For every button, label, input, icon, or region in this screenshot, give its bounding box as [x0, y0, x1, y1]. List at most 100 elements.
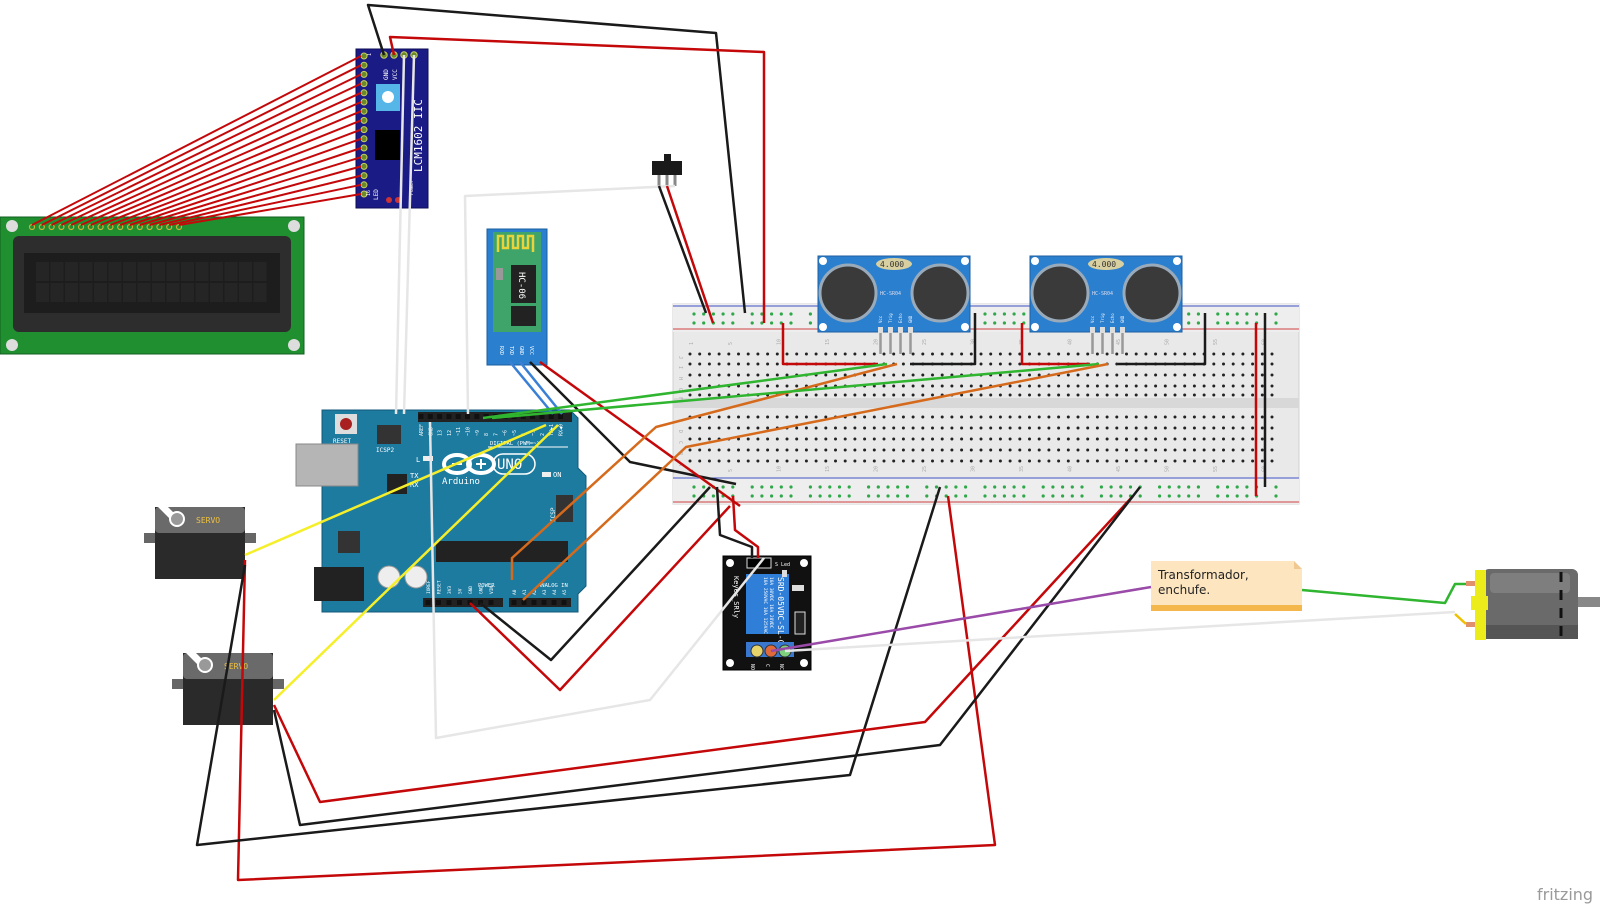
breadboard-hole[interactable] — [1202, 459, 1206, 463]
breadboard-hole[interactable] — [1076, 448, 1080, 452]
rail-hole[interactable] — [905, 485, 910, 489]
lcd-i2c-wire[interactable] — [178, 193, 362, 226]
i2c-pin[interactable] — [360, 98, 368, 106]
breadboard-hole[interactable] — [1105, 448, 1109, 452]
breadboard-hole[interactable] — [1125, 448, 1128, 452]
breadboard-hole[interactable] — [1270, 362, 1274, 366]
breadboard-hole[interactable] — [1222, 362, 1225, 366]
breadboard-hole[interactable] — [969, 393, 973, 397]
breadboard-hole[interactable] — [863, 415, 867, 419]
breadboard-hole[interactable] — [717, 415, 721, 419]
breadboard-hole[interactable] — [1260, 415, 1264, 419]
breadboard-hole[interactable] — [1115, 352, 1119, 356]
breadboard-hole[interactable] — [1251, 393, 1255, 397]
breadboard-hole[interactable] — [1154, 448, 1158, 452]
breadboard-hole[interactable] — [1076, 393, 1080, 397]
breadboard-hole[interactable] — [1134, 459, 1138, 463]
breadboard-hole[interactable] — [1251, 373, 1255, 377]
breadboard-hole[interactable] — [979, 437, 983, 441]
relay-module[interactable]: SRD-05VDC-SL-C 10A 250VAC 10A 125VAC 10A… — [722, 555, 812, 671]
breadboard-hole[interactable] — [1163, 437, 1167, 441]
relay-com-wire[interactable] — [770, 585, 1152, 653]
lcd-i2c-wire[interactable] — [41, 64, 362, 226]
breadboard-hole[interactable] — [989, 352, 993, 356]
breadboard-hole[interactable] — [1105, 373, 1109, 377]
breadboard-hole[interactable] — [853, 437, 857, 441]
arduino-5v-wire[interactable] — [469, 505, 731, 692]
breadboard-hole[interactable] — [698, 373, 702, 377]
rail-hole[interactable] — [1167, 494, 1171, 498]
breadboard-hole[interactable] — [698, 393, 702, 397]
breadboard-hole[interactable] — [1202, 437, 1206, 441]
breadboard-hole[interactable] — [1144, 373, 1148, 377]
breadboard-hole[interactable] — [901, 393, 905, 397]
breadboard-hole[interactable] — [1173, 373, 1177, 377]
digital-pin[interactable] — [427, 414, 433, 419]
breadboard-hole[interactable] — [843, 459, 847, 463]
breadboard-hole[interactable] — [1144, 384, 1148, 388]
breadboard-hole[interactable] — [1008, 426, 1012, 430]
breadboard-hole[interactable] — [717, 393, 721, 397]
breadboard-hole[interactable] — [795, 384, 799, 388]
rail-hole[interactable] — [760, 312, 764, 316]
breadboard-hole[interactable] — [1154, 352, 1158, 356]
breadboard-hole[interactable] — [1231, 352, 1235, 356]
breadboard-hole[interactable] — [707, 352, 711, 356]
relay-vcc-wire[interactable] — [731, 495, 760, 558]
breadboard-hole[interactable] — [960, 393, 964, 397]
breadboard-hole[interactable] — [1105, 426, 1109, 430]
breadboard-hole[interactable] — [1095, 352, 1099, 356]
rail-hole[interactable] — [983, 485, 987, 489]
rail-hole[interactable] — [711, 494, 716, 498]
rail-hole[interactable] — [1274, 494, 1278, 498]
breadboard-hole[interactable] — [688, 437, 692, 441]
breadboard-hole[interactable] — [1163, 415, 1167, 419]
breadboard-hole[interactable] — [843, 448, 847, 452]
us1-gnd-wire[interactable] — [910, 313, 977, 366]
breadboard-hole[interactable] — [804, 352, 808, 356]
sensor-pin[interactable] — [1100, 327, 1105, 333]
rail-hole[interactable] — [993, 494, 997, 498]
breadboard-hole[interactable] — [998, 373, 1002, 377]
lcd-i2c-wire[interactable] — [90, 110, 362, 226]
breadboard-hole[interactable] — [707, 393, 711, 397]
breadboard-hole[interactable] — [998, 426, 1002, 430]
breadboard-hole[interactable] — [1270, 415, 1274, 419]
breadboard-hole[interactable] — [1163, 426, 1167, 430]
breadboard-hole[interactable] — [1028, 448, 1031, 452]
i2c-adapter[interactable]: 116 LCM1602 IIC GND VCC LED Power — [355, 48, 429, 209]
breadboard-hole[interactable] — [1115, 426, 1119, 430]
breadboard-hole[interactable] — [1192, 459, 1196, 463]
motor-terminal[interactable] — [1466, 581, 1475, 586]
breadboard-hole[interactable] — [989, 448, 993, 452]
breadboard-hole[interactable] — [969, 459, 973, 463]
breadboard-hole[interactable] — [717, 426, 721, 430]
breadboard-hole[interactable] — [921, 448, 925, 452]
breadboard-hole[interactable] — [756, 352, 760, 356]
rail-hole[interactable] — [1196, 312, 1200, 316]
breadboard-hole[interactable] — [931, 448, 934, 452]
breadboard-hole[interactable] — [969, 415, 973, 419]
breadboard-hole[interactable] — [1086, 415, 1090, 419]
power-pin[interactable] — [446, 600, 452, 605]
lcd-i2c-wire[interactable] — [80, 101, 362, 226]
breadboard-hole[interactable] — [1086, 437, 1090, 441]
breadboard-hole[interactable] — [1192, 415, 1196, 419]
rail-hole[interactable] — [779, 494, 783, 498]
rail-hole[interactable] — [1022, 485, 1026, 489]
breadboard-hole[interactable] — [1144, 459, 1148, 463]
breadboard-hole[interactable] — [1057, 448, 1061, 452]
lcd-i2c-wire[interactable] — [149, 165, 362, 226]
rail-hole[interactable] — [789, 494, 793, 498]
breadboard-hole[interactable] — [960, 459, 964, 463]
breadboard-hole[interactable] — [804, 415, 808, 419]
rail-hole[interactable] — [925, 494, 929, 498]
breadboard-hole[interactable] — [940, 437, 944, 441]
breadboard-hole[interactable] — [834, 437, 837, 441]
breadboard-hole[interactable] — [756, 448, 760, 452]
rail-hole[interactable] — [1041, 485, 1045, 489]
rail-hole[interactable] — [954, 485, 958, 489]
breadboard-hole[interactable] — [1086, 393, 1090, 397]
breadboard-hole[interactable] — [707, 426, 711, 430]
